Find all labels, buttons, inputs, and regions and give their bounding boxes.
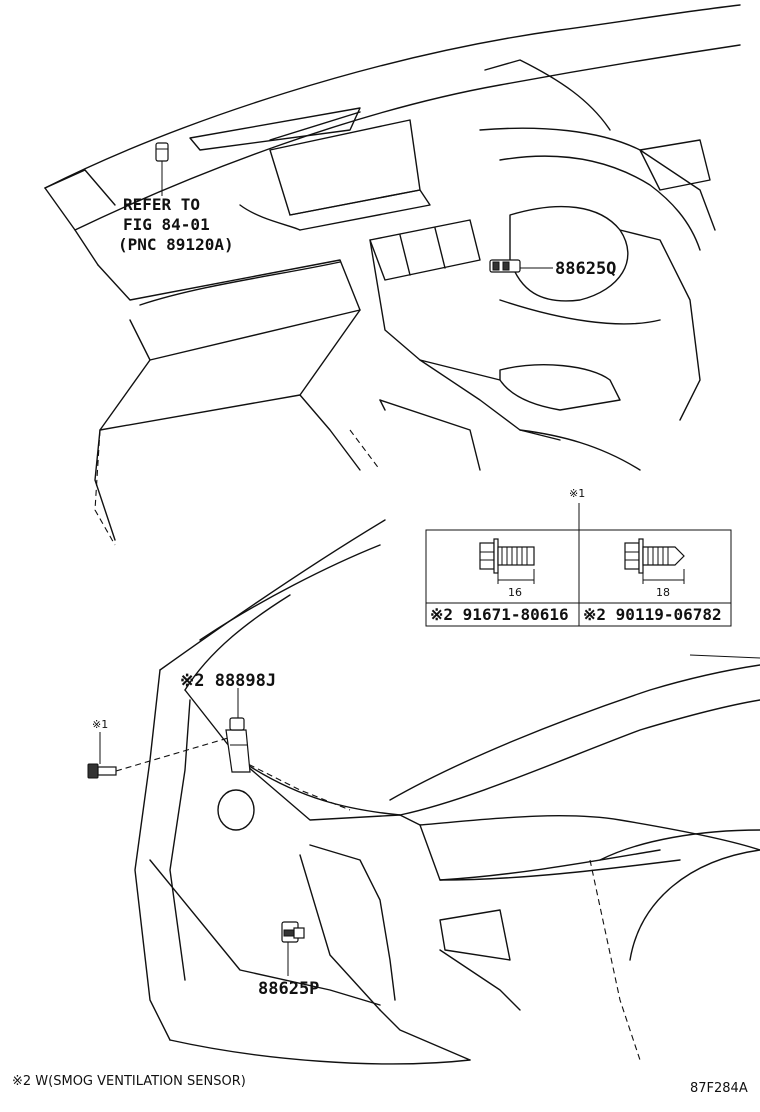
label-88898j: ※2 88898J [180,671,276,691]
bolt-16-icon [479,538,535,584]
figure-id: 87F284A [690,1081,748,1096]
refer-line-2: FIG 84-01 [123,215,210,234]
bolt-left-dimension: 16 [508,586,522,599]
label-88625q: 88625Q [555,259,616,279]
front-bumper-drawing [94,429,760,1065]
bracket-88898j-icon [225,688,251,773]
bolt-18-icon [624,538,685,584]
mark-1-top: ※1 [569,487,585,500]
bolt-left-part-number: ※2 91671-80616 [430,605,569,624]
refer-to-callout: REFER TO FIG 84-01 (PNC 89120A) [118,195,234,254]
clip-part-icon [155,142,169,196]
mark-1-left: ※1 [92,718,108,731]
sensor-88625q-icon [489,259,553,273]
label-88625p: 88625P [258,979,319,999]
bolt-right-part-number: ※2 90119-06782 [583,605,722,624]
sensor-88625p-icon [281,921,305,976]
bolt-mounting-icon [87,732,229,779]
instrument-panel-drawing [44,4,741,541]
bolt-right-dimension: 18 [656,586,670,599]
refer-line-1: REFER TO [123,195,200,214]
footnote: ※2 W(SMOG VENTILATION SENSOR) [12,1074,246,1089]
bolt-table: ※1 16 ※2 91671-80616 [425,487,732,627]
refer-line-3: (PNC 89120A) [118,235,234,254]
